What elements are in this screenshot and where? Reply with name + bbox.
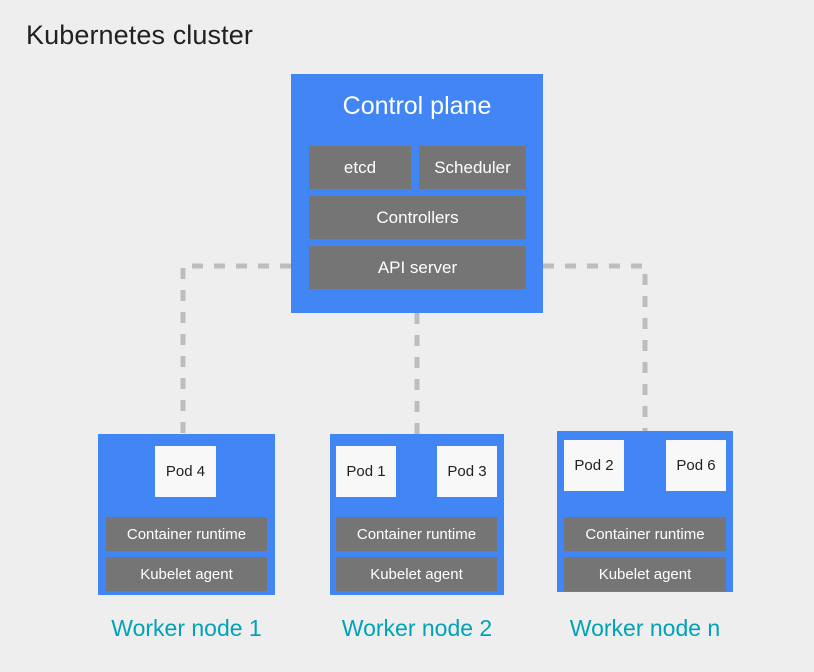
kubelet-agent-box[interactable]: Kubelet agent <box>106 557 267 591</box>
connector-apiserver-to-node-n <box>543 263 648 431</box>
container-runtime-box[interactable]: Container runtime <box>336 517 497 551</box>
kubelet-agent-box[interactable]: Kubelet agent <box>336 557 497 591</box>
pod-box[interactable]: Pod 4 <box>155 446 216 497</box>
control-plane-component-etcd[interactable]: etcd <box>309 146 411 189</box>
pod-box[interactable]: Pod 3 <box>437 446 497 497</box>
worker-node-1-box: Pod 4 Container runtime Kubelet agent <box>98 434 275 595</box>
control-plane-component-controllers[interactable]: Controllers <box>309 196 526 239</box>
control-plane-title: Control plane <box>342 92 492 120</box>
connector-apiserver-to-node-1 <box>180 263 291 434</box>
control-plane-component-api-server[interactable]: API server <box>309 246 526 289</box>
container-runtime-box[interactable]: Container runtime <box>106 517 267 551</box>
worker-node-1-caption: Worker node 1 <box>111 615 262 641</box>
pod-box[interactable]: Pod 6 <box>666 440 726 491</box>
control-plane-component-scheduler[interactable]: Scheduler <box>419 146 526 189</box>
pod-box[interactable]: Pod 2 <box>564 440 624 491</box>
page-title: Kubernetes cluster <box>26 20 253 50</box>
worker-node-2-caption: Worker node 2 <box>341 615 493 641</box>
worker-node-n-box: Pod 2 Pod 6 Container runtime Kubelet ag… <box>557 431 733 592</box>
worker-node-n-caption: Worker node n <box>569 615 721 641</box>
worker-node-2-box: Pod 1 Pod 3 Container runtime Kubelet ag… <box>330 434 504 595</box>
pod-box[interactable]: Pod 1 <box>336 446 396 497</box>
container-runtime-box[interactable]: Container runtime <box>564 517 726 551</box>
kubelet-agent-box[interactable]: Kubelet agent <box>564 557 726 591</box>
control-plane-box: Control plane etcd Scheduler Controllers… <box>291 74 543 313</box>
